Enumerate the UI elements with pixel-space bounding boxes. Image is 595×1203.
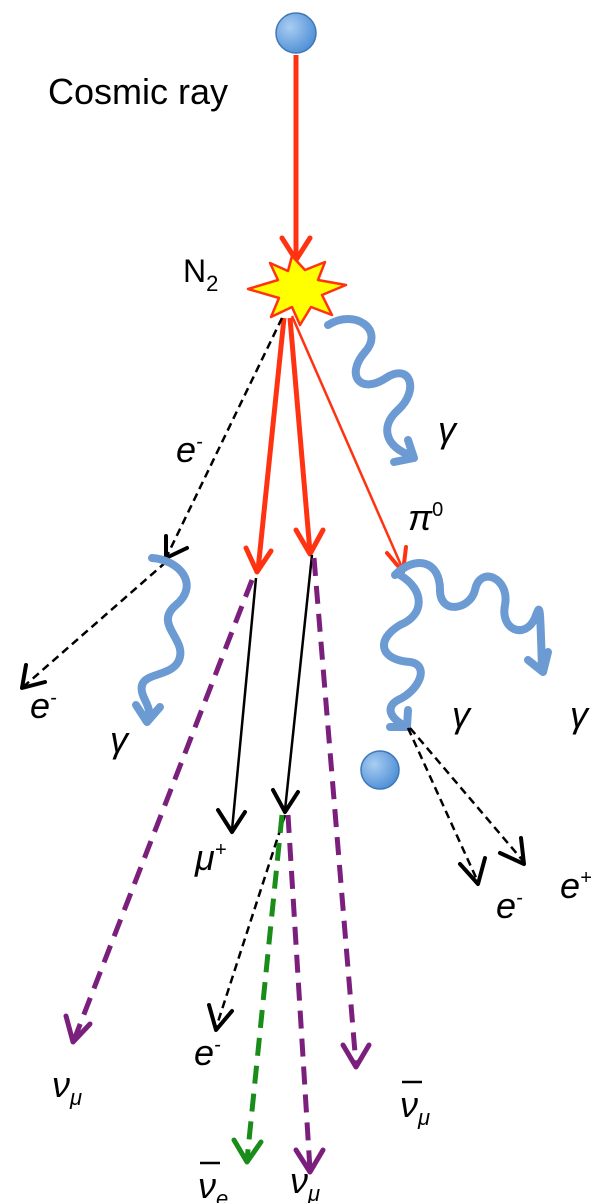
nu-mu-label-left: νμ [52, 1064, 82, 1110]
target-label: N2 [183, 253, 218, 296]
electron-track-secondary [20, 561, 167, 690]
photon-label-pi0-down: γ [452, 694, 472, 735]
photon-label-top: γ [438, 409, 458, 450]
svg-text:νe: νe [198, 1165, 228, 1203]
muon-plus-label: μ+ [194, 837, 226, 878]
nu-mu-track-left [63, 579, 255, 1045]
electron-label-secondary: e- [30, 685, 57, 726]
pion-track-left [243, 317, 287, 575]
cosmic-ray-particle [275, 12, 317, 54]
pair-electron-label: e- [496, 885, 523, 926]
nu-mu-track-bottom [285, 814, 326, 1175]
pair-electron-track [406, 727, 487, 886]
pi0-label: π0 [408, 497, 443, 538]
nu-mu-label-bottom: νμ [290, 1160, 320, 1203]
nu-mu-bar-label: νμ [400, 1080, 430, 1130]
pair-positron-track [409, 727, 526, 866]
muon-decay-electron-label: e- [194, 1032, 221, 1073]
electron-label-primary: e- [176, 429, 203, 470]
muon-plus-track [216, 577, 258, 834]
nucleus-particle [360, 750, 400, 790]
photon-pi0-down [380, 571, 425, 731]
photon-label-pi0-right: γ [570, 694, 590, 735]
nu-e-bar-label: νe [198, 1161, 228, 1203]
pair-positron-label: e+ [560, 865, 592, 906]
nu-mu-bar-track [311, 557, 372, 1070]
photon-pi0-right [391, 559, 552, 676]
muon-decay-electron-track [207, 814, 287, 1032]
muon-track-right [271, 554, 314, 814]
svg-text:νμ: νμ [400, 1084, 430, 1130]
photon-left [132, 554, 191, 726]
primary-track [279, 55, 313, 263]
diagram-title: Cosmic ray [48, 71, 228, 112]
photon-label-left: γ [110, 719, 130, 760]
pion-track-right [287, 317, 326, 557]
collision-star [246, 254, 348, 327]
nu-e-bar-track [231, 814, 285, 1165]
photon-top [324, 315, 418, 466]
